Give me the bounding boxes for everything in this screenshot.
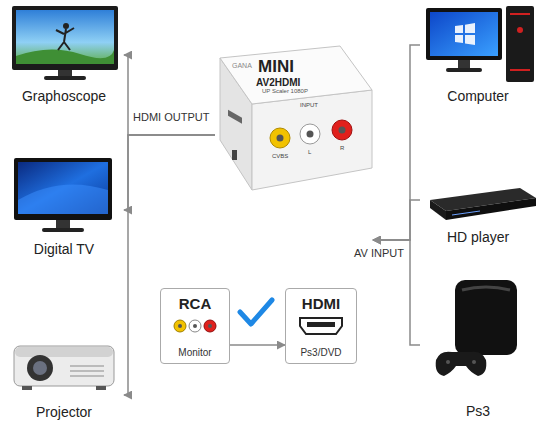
output-device-text: Graphoscope	[22, 88, 106, 104]
flow-label: AV INPUT	[354, 247, 404, 260]
connector-arrow	[373, 200, 420, 240]
flow-label: HDMI OUTPUT	[133, 111, 209, 124]
hdmi-symbol	[300, 318, 342, 334]
output-device: Graphoscope	[4, 2, 124, 106]
output-device-text: Digital TV	[34, 241, 94, 257]
converter-box-text: CVBS	[272, 153, 288, 160]
check-mark	[240, 300, 272, 324]
input-device-text: Computer	[447, 88, 508, 104]
projector-picture	[14, 346, 114, 390]
converter-box-text: L	[308, 149, 311, 156]
input-device: Computer	[420, 2, 536, 106]
output-device: Projector	[4, 320, 124, 422]
player-picture	[430, 188, 536, 220]
connector-arrow	[373, 45, 420, 240]
connector-box-text: Monitor	[178, 347, 211, 359]
converter-picture	[220, 46, 372, 190]
output-device-text: Projector	[36, 404, 92, 420]
tv-picture	[14, 158, 112, 232]
connector-box-text: Ps3/DVD	[300, 347, 341, 359]
connector-arrow	[124, 135, 215, 210]
input-device-text: Ps3	[466, 403, 490, 419]
input-device: HD player	[420, 170, 536, 246]
connector-box-text: HDMI	[302, 295, 340, 312]
console-picture	[436, 280, 517, 376]
output-device: Digital TV	[4, 150, 124, 258]
connector-box: RCA Monitor	[160, 288, 230, 364]
connector-arrow	[124, 55, 215, 135]
converter-box-text: R	[340, 145, 344, 152]
converter-box-text: INPUT	[300, 102, 318, 109]
converter-box-text: UP Scaler 1080P	[262, 88, 308, 95]
connector-arrow	[230, 344, 285, 346]
connector-box: HDMI Ps3/DVD	[285, 288, 357, 364]
converter-box: GANA MINIAV2HDMIUP Scaler 1080P INPUT CVBS L…	[215, 40, 373, 250]
computer-picture	[426, 6, 534, 82]
converter-box-text: MINI	[258, 57, 294, 77]
rca-symbol	[174, 320, 216, 332]
connector-box-text: RCA	[179, 295, 212, 312]
input-device-text: HD player	[447, 229, 509, 245]
converter-box-text: AV2HDMI	[256, 77, 300, 89]
connector-arrow	[124, 135, 215, 395]
input-device: Ps3	[420, 270, 536, 420]
tv-picture	[12, 6, 118, 80]
converter-box-text: GANA	[232, 62, 252, 70]
